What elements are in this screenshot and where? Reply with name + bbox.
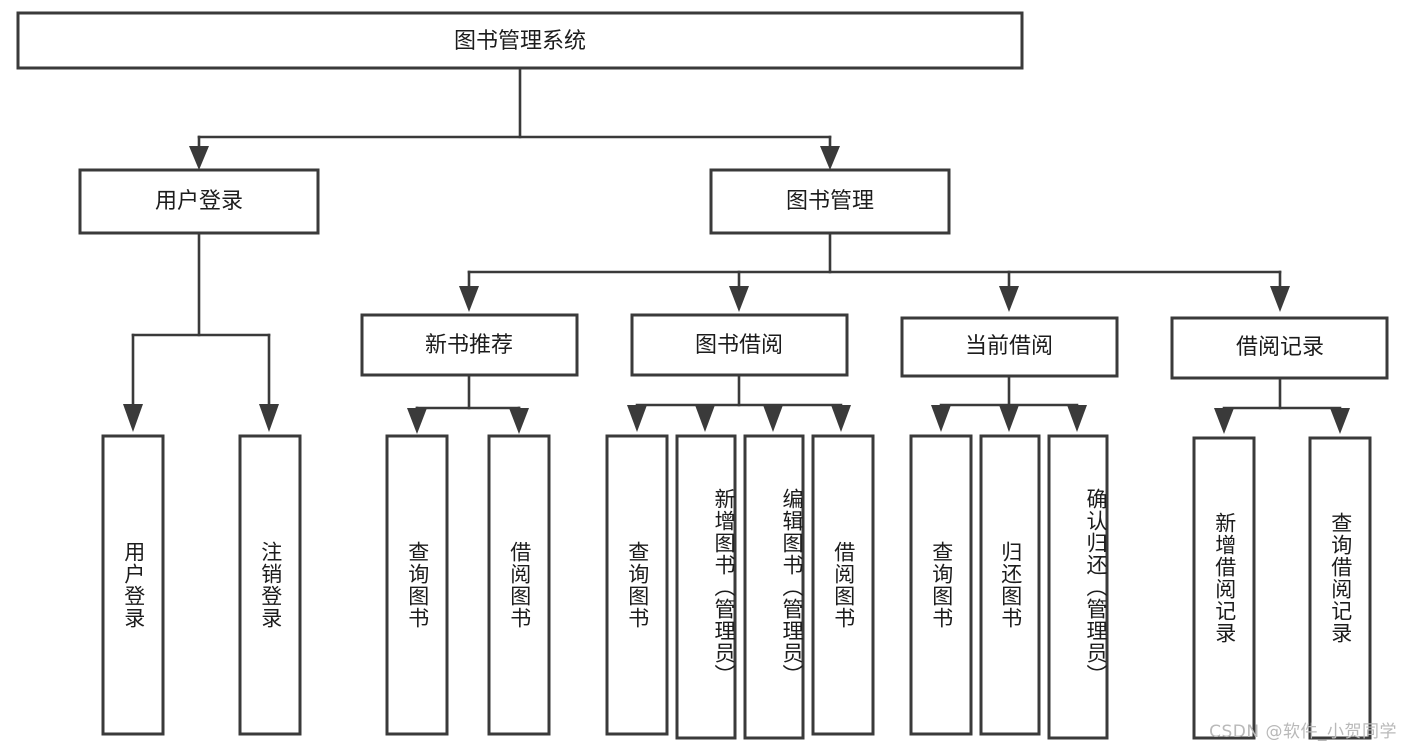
leaf-box-currentborrow-1[interactable] — [909, 434, 973, 736]
leaf-box-currentborrow-2[interactable] — [979, 434, 1041, 736]
node-current-borrow[interactable]: 当前借阅 — [900, 316, 1119, 378]
arrow-newbook-leaf-2 — [509, 408, 529, 434]
arrow-borrowrecord — [1270, 286, 1290, 312]
leaf-box-newbook-2[interactable] — [487, 434, 551, 736]
csdn-watermark: CSDN @软件_小贺同学 — [1209, 722, 1397, 742]
node-book-manage-box[interactable] — [709, 168, 951, 235]
node-book-borrow-label: 图书借阅 — [695, 333, 783, 358]
node-user-login-box[interactable] — [78, 168, 320, 235]
arrow-currentborrow-leaf-2 — [999, 405, 1019, 432]
node-book-manage-label: 图书管理 — [786, 189, 874, 214]
node-user-login[interactable]: 用户登录 — [78, 168, 320, 235]
node-book-borrow-box[interactable] — [630, 313, 849, 377]
arrow-bookborrow-leaf-1 — [627, 405, 647, 432]
node-root[interactable]: 图书管理系统 — [16, 11, 1024, 70]
node-new-book-recommend[interactable]: 新书推荐 — [360, 313, 579, 377]
node-borrow-record-box[interactable] — [1170, 316, 1389, 380]
node-new-book-recommend-label: 新书推荐 — [425, 333, 513, 358]
arrow-bookborrow — [729, 286, 749, 312]
leaf-box-borrowrecord-1[interactable] — [1192, 436, 1256, 740]
node-user-login-label: 用户登录 — [155, 189, 243, 214]
arrow-user-login — [189, 146, 209, 170]
leaf-box-currentborrow-3[interactable] — [1047, 434, 1109, 740]
arrow-book-manage — [820, 146, 840, 170]
arrow-bookborrow-leaf-2 — [695, 405, 715, 432]
leaf-box-user-login-1[interactable] — [101, 434, 165, 736]
node-root-box[interactable] — [16, 11, 1024, 70]
arrow-currentborrow-leaf-1 — [931, 405, 951, 432]
arrow-leaf-user-login-1 — [123, 404, 143, 432]
node-book-borrow[interactable]: 图书借阅 — [630, 313, 849, 377]
arrow-currentborrow — [999, 286, 1019, 312]
leaf-box-user-login-2[interactable] — [238, 434, 302, 736]
arrow-bookborrow-leaf-3 — [763, 405, 783, 432]
node-book-manage[interactable]: 图书管理 — [709, 168, 951, 235]
leaf-box-borrowrecord-2[interactable] — [1308, 436, 1372, 740]
leaf-box-bookborrow-4[interactable] — [811, 434, 875, 736]
node-borrow-record[interactable]: 借阅记录 — [1170, 316, 1389, 380]
node-root-label: 图书管理系统 — [454, 29, 586, 54]
node-current-borrow-box[interactable] — [900, 316, 1119, 378]
arrow-bookborrow-leaf-4 — [831, 405, 851, 432]
leaf-box-bookborrow-2[interactable] — [675, 434, 737, 740]
leaf-box-bookborrow-3[interactable] — [743, 434, 805, 740]
arrow-leaf-user-login-2 — [259, 404, 279, 432]
arrow-borrowrecord-leaf-2 — [1330, 408, 1350, 434]
node-current-borrow-label: 当前借阅 — [965, 334, 1053, 359]
arrow-currentborrow-leaf-3 — [1067, 405, 1087, 432]
leaf-box-newbook-1[interactable] — [385, 434, 449, 736]
arrow-borrowrecord-leaf-1 — [1214, 408, 1234, 434]
leaf-box-bookborrow-1[interactable] — [605, 434, 669, 736]
node-borrow-record-label: 借阅记录 — [1236, 335, 1324, 360]
arrow-newbook-leaf-1 — [407, 408, 427, 434]
connectors — [123, 66, 1350, 434]
node-new-book-recommend-box[interactable] — [360, 313, 579, 377]
arrow-newbook — [459, 286, 479, 312]
